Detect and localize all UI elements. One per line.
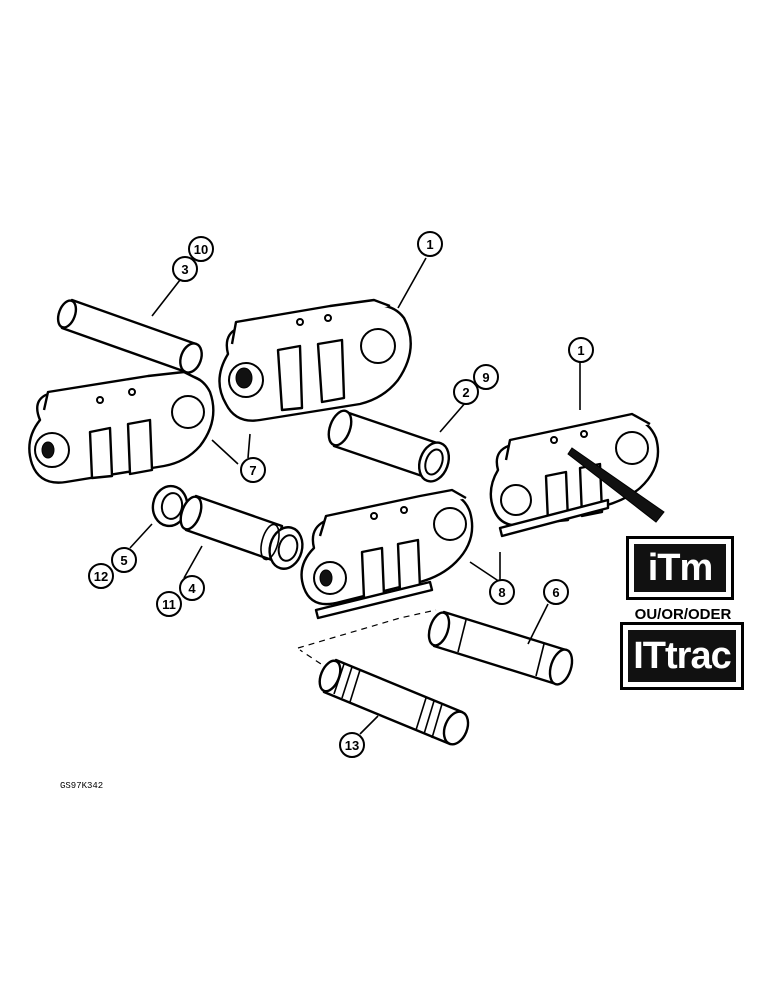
- callout-3: 3: [172, 256, 198, 282]
- svg-text:1: 1: [426, 237, 433, 252]
- callout-1-upper: 1: [417, 231, 443, 257]
- pin-part-4: [179, 494, 304, 570]
- track-link-part-1-right: [489, 412, 665, 538]
- callout-13: 13: [339, 732, 365, 758]
- svg-text:7: 7: [249, 463, 256, 478]
- callout-9: 9: [473, 364, 499, 390]
- callout-10: 10: [188, 236, 214, 262]
- svg-text:2: 2: [462, 385, 469, 400]
- svg-text:10: 10: [194, 242, 208, 257]
- callout-8: 8: [489, 579, 515, 605]
- itm-logo: iTm: [626, 536, 734, 600]
- track-link-part-1-upper: [218, 298, 412, 422]
- callout-4: 4: [179, 575, 205, 601]
- callout-1-right: 1: [568, 337, 594, 363]
- svg-text:4: 4: [188, 581, 196, 596]
- track-link-part-7-left: [28, 370, 215, 484]
- master-pin-part-6: [427, 610, 574, 686]
- callout-12: 12: [88, 563, 114, 589]
- svg-text:13: 13: [345, 738, 359, 753]
- svg-text:6: 6: [552, 585, 559, 600]
- svg-text:8: 8: [498, 585, 505, 600]
- figure-code: GS97K342: [60, 781, 104, 791]
- svg-text:5: 5: [120, 553, 127, 568]
- track-link-part-8: [300, 488, 474, 620]
- pin-part-3: [56, 298, 203, 374]
- svg-text:3: 3: [181, 262, 188, 277]
- callout-5: 5: [111, 547, 137, 573]
- callout-2: 2: [453, 379, 479, 405]
- itrac-logo-text: ITtrac: [628, 630, 736, 682]
- leader-lines: [129, 257, 581, 735]
- bushing-part-2: [327, 409, 451, 483]
- svg-text:1: 1: [577, 343, 584, 358]
- itm-logo-text: iTm: [634, 544, 726, 592]
- svg-text:12: 12: [94, 569, 108, 584]
- svg-text:11: 11: [162, 597, 176, 612]
- svg-text:9: 9: [482, 370, 489, 385]
- itrac-logo: ITtrac: [620, 622, 744, 690]
- brand-separator-text: OU/OR/ODER: [634, 606, 732, 623]
- splined-pin-part-13: [297, 609, 470, 746]
- callout-11: 11: [156, 591, 182, 617]
- callout-6: 6: [543, 579, 569, 605]
- callout-7: 7: [240, 457, 266, 483]
